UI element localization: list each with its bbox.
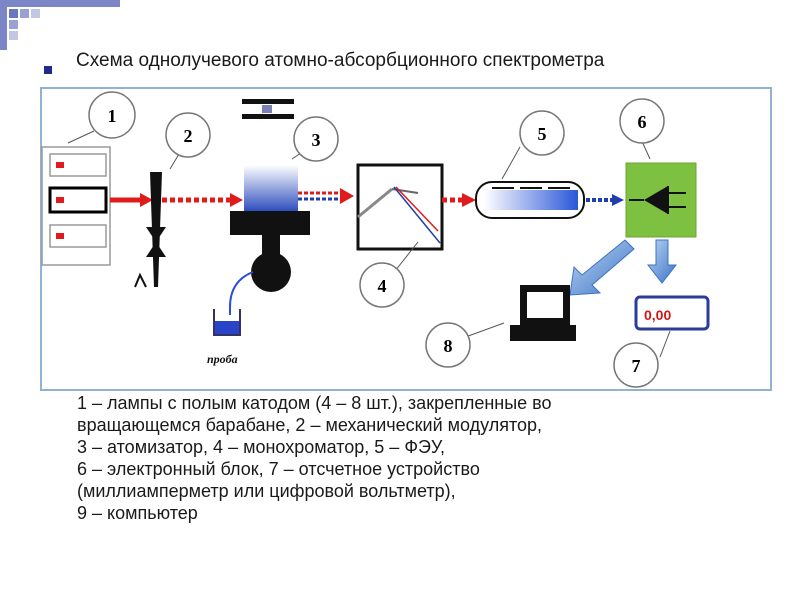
display-value: 0,00 bbox=[644, 307, 671, 323]
arrow-to-display bbox=[646, 239, 678, 284]
callout-2: 2 bbox=[165, 112, 211, 158]
modulator bbox=[134, 172, 166, 288]
caption-line: (миллиамперметр или цифровой вольтметр), bbox=[77, 481, 456, 501]
slide-title: Схема однолучевого атомно-абсорбционного… bbox=[76, 50, 605, 71]
svg-text:3: 3 bbox=[312, 130, 321, 150]
sample-tube bbox=[229, 271, 254, 315]
electronic-unit bbox=[625, 162, 697, 238]
callout-5: 5 bbox=[519, 110, 565, 156]
svg-text:2: 2 bbox=[184, 126, 193, 146]
sample-beaker bbox=[213, 309, 241, 336]
caption-line: 1 – лампы с полым катодом (4 – 8 шт.), з… bbox=[77, 393, 552, 413]
svg-text:7: 7 bbox=[632, 356, 641, 376]
arrow-to-computer bbox=[569, 239, 635, 296]
callout-4: 4 bbox=[359, 262, 405, 308]
callout-8: 8 bbox=[425, 322, 471, 368]
spectrometer-diagram: проба bbox=[40, 87, 772, 391]
sample-label: проба bbox=[207, 352, 238, 366]
slide-corner-decoration bbox=[0, 0, 120, 50]
photomultiplier bbox=[475, 181, 585, 219]
atomizer-lid bbox=[242, 99, 294, 119]
monochromator bbox=[356, 163, 444, 251]
callout-6: 6 bbox=[619, 98, 665, 144]
callout-7: 7 bbox=[613, 342, 659, 388]
caption-line: 3 – атомизатор, 4 – монохроматор, 5 – ФЭ… bbox=[77, 437, 445, 457]
legend-caption: 1 – лампы с полым катодом (4 – 8 шт.), з… bbox=[77, 392, 767, 524]
svg-text:5: 5 bbox=[538, 124, 547, 144]
callout-1: 1 bbox=[88, 91, 136, 139]
atomizer bbox=[230, 165, 310, 292]
callout-3: 3 bbox=[293, 116, 339, 162]
caption-line: 6 – электронный блок, 7 – отсчетное устр… bbox=[77, 459, 480, 479]
title-bullet bbox=[44, 66, 52, 74]
svg-text:1: 1 bbox=[108, 106, 117, 126]
svg-text:8: 8 bbox=[444, 336, 453, 356]
digital-display: 0,00 bbox=[634, 295, 710, 331]
svg-text:4: 4 bbox=[378, 276, 387, 296]
lamp-drum bbox=[41, 146, 111, 266]
computer bbox=[510, 285, 576, 341]
caption-line: 9 – компьютер bbox=[77, 503, 198, 523]
svg-text:6: 6 bbox=[638, 112, 647, 132]
beam-arrowhead bbox=[140, 193, 153, 207]
caption-line: вращающемся барабане, 2 – механический м… bbox=[77, 415, 543, 435]
